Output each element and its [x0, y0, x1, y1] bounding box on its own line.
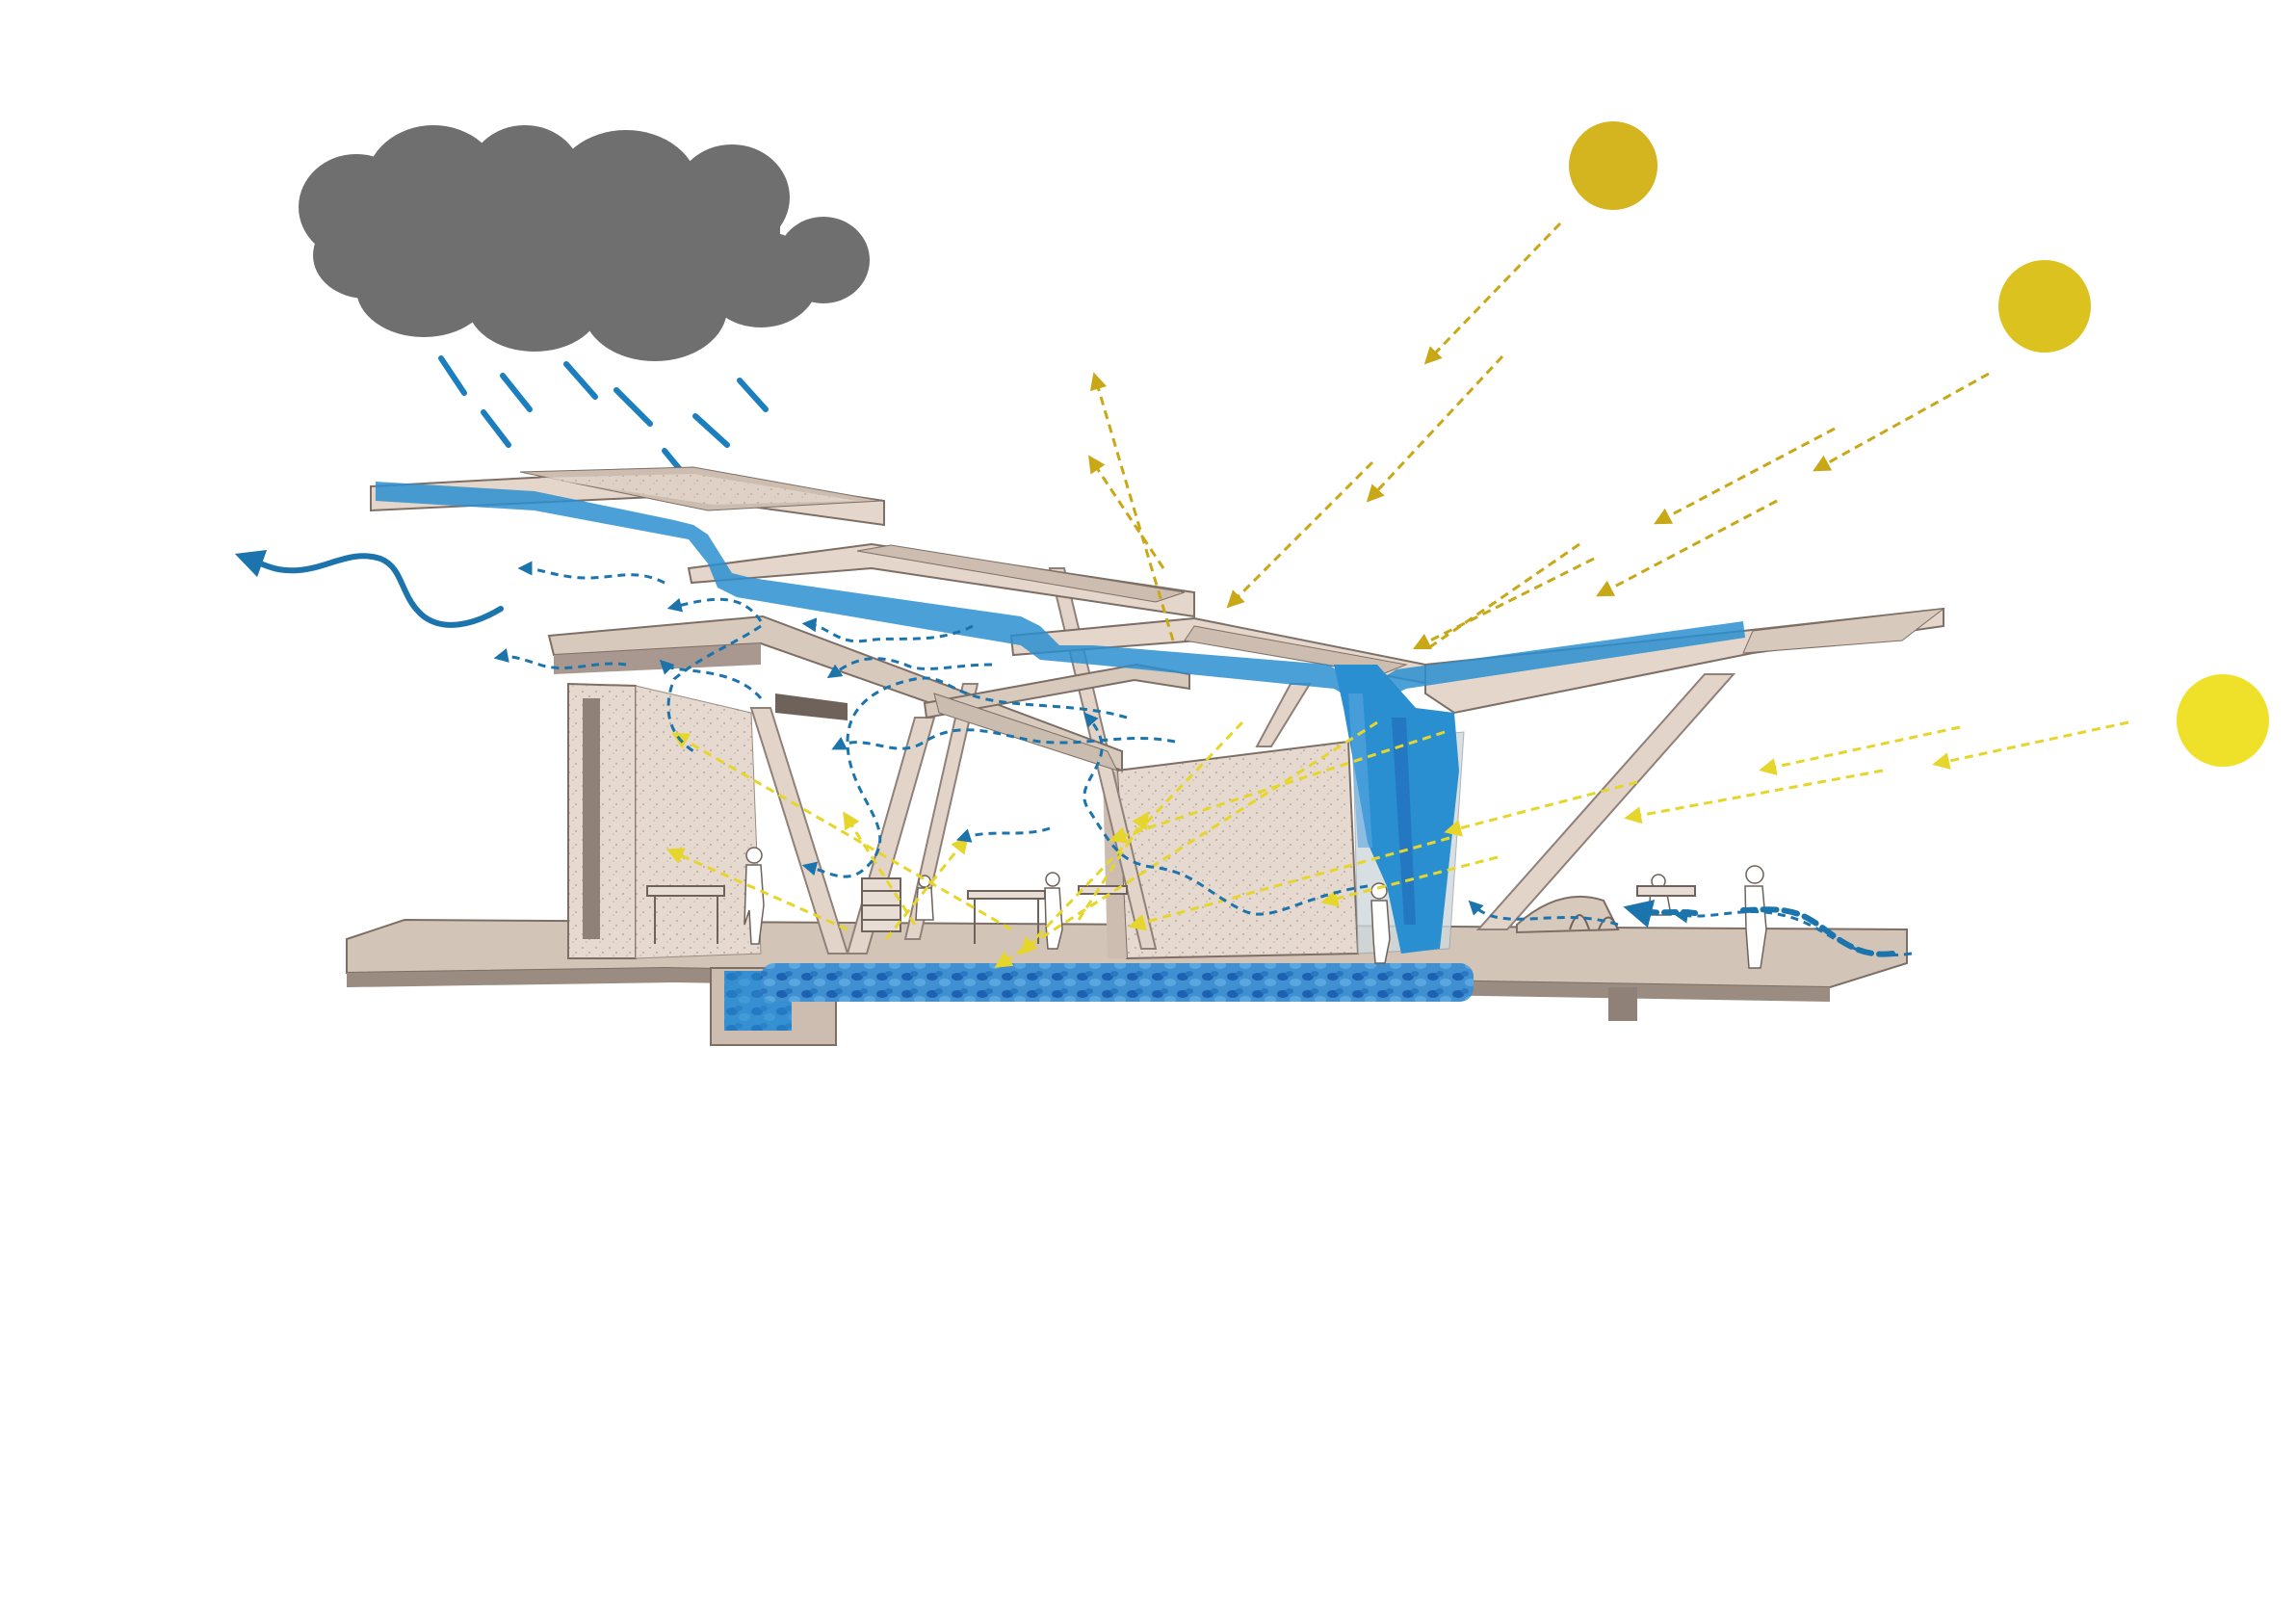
sun-icon	[1998, 260, 2091, 353]
wind-arrow-icon	[248, 556, 501, 625]
sun-icon	[2177, 674, 2269, 767]
water-collection-band	[761, 963, 1474, 1002]
person-figure	[1045, 873, 1062, 949]
rain-icon	[441, 358, 766, 484]
person-figure	[1745, 866, 1766, 968]
sun-icon	[1569, 121, 1657, 210]
cloud-icon	[299, 125, 870, 361]
solar-ray-icon	[1093, 223, 1989, 650]
lower-roof-middle	[925, 665, 1189, 771]
